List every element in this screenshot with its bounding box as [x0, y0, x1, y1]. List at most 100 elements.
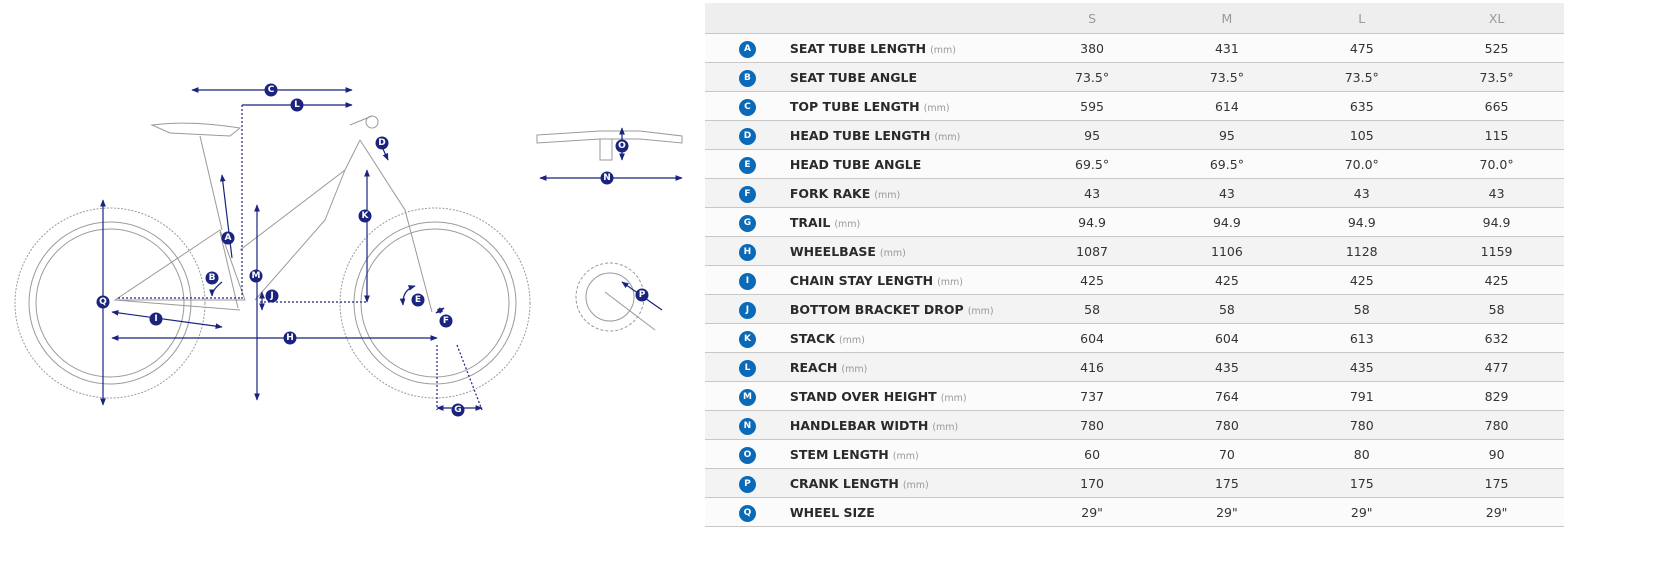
unit-label: (mm) [934, 131, 961, 143]
unit-label: (mm) [879, 247, 906, 259]
value-cell: 632 [1429, 323, 1564, 353]
value-cell: 475 [1294, 33, 1430, 63]
rear-wheel [14, 207, 206, 399]
value-cell: 829 [1429, 381, 1564, 411]
value-cell: 73.5° [1429, 62, 1564, 92]
value-cell: 1128 [1294, 236, 1430, 266]
label-k: K [358, 209, 372, 223]
value-cell: 635 [1294, 91, 1430, 121]
value-cell: 477 [1429, 352, 1564, 382]
value-cell: 737 [1024, 381, 1160, 411]
letter-badge: K [738, 330, 756, 348]
measurement-label: STAND OVER HEIGHT [789, 388, 937, 404]
value-cell: 43 [1024, 178, 1160, 208]
letter-badge: G [738, 214, 756, 232]
frame [113, 139, 433, 313]
unit-label: (mm) [892, 450, 919, 462]
value-cell: 94.9 [1294, 207, 1430, 237]
measurement-label: WHEEL SIZE [789, 504, 875, 520]
unit-label: (mm) [834, 218, 861, 230]
value-cell: 1159 [1429, 236, 1564, 266]
svg-text:B: B [209, 273, 216, 283]
value-cell: 69.5° [1024, 149, 1160, 179]
value-cell: 95 [1024, 120, 1160, 150]
crank [604, 291, 656, 331]
value-cell: 380 [1024, 33, 1160, 63]
value-cell: 58 [1429, 294, 1564, 324]
bike-geometry-diagram: C L D K A B M J Q I H E F G O N P [14, 83, 683, 417]
label-e: E [411, 293, 425, 307]
label-d: D [375, 136, 389, 150]
value-cell: 58 [1159, 294, 1295, 324]
front-wheel [339, 207, 531, 399]
measurement-label: SEAT TUBE ANGLE [789, 69, 917, 85]
svg-text:Q: Q [99, 297, 107, 307]
svg-text:M: M [252, 271, 261, 281]
label-i: I [149, 312, 163, 326]
unit-label: (mm) [874, 189, 901, 201]
value-cell: 73.5° [1159, 62, 1295, 92]
letter-badge: I [738, 272, 756, 290]
unit-label: (mm) [940, 392, 967, 404]
value-cell: 425 [1429, 265, 1564, 295]
measurement-label: HEAD TUBE ANGLE [789, 156, 922, 172]
label-g: G [451, 403, 465, 417]
label-b: B [205, 271, 219, 285]
letter-badge: J [738, 301, 756, 319]
letter-badge: O [738, 446, 756, 464]
value-cell: 29" [1429, 497, 1564, 527]
value-cell: 175 [1159, 468, 1295, 498]
stem [349, 115, 379, 129]
letter-badge: C [738, 98, 756, 116]
svg-text:H: H [286, 333, 294, 343]
value-cell: 43 [1429, 178, 1564, 208]
value-cell: 175 [1429, 468, 1564, 498]
svg-text:D: D [378, 138, 385, 148]
measurement-label: CHAIN STAY LENGTH [789, 272, 934, 288]
svg-text:A: A [225, 233, 232, 243]
value-cell: 29" [1024, 497, 1160, 527]
measurement-label: CRANK LENGTH [789, 475, 899, 491]
letter-badge: M [738, 388, 756, 406]
value-cell: 43 [1159, 178, 1295, 208]
measurement-label: HANDLEBAR WIDTH [789, 417, 929, 433]
label-q: Q [96, 295, 110, 309]
value-cell: 73.5° [1024, 62, 1160, 92]
label-f: F [439, 314, 453, 328]
value-cell: 425 [1294, 265, 1430, 295]
value-cell: 175 [1294, 468, 1430, 498]
value-cell: 70.0° [1294, 149, 1430, 179]
value-cell: 58 [1294, 294, 1430, 324]
letter-badge: F [738, 185, 756, 203]
letter-badge: E [738, 156, 756, 174]
measurement-label: STACK [789, 330, 835, 346]
value-cell: 780 [1024, 410, 1160, 440]
measurement-label: BOTTOM BRACKET DROP [789, 301, 964, 317]
value-cell: 780 [1429, 410, 1564, 440]
svg-text:K: K [362, 211, 370, 221]
label-m: M [249, 269, 263, 283]
svg-text:F: F [443, 316, 449, 326]
value-cell: 425 [1024, 265, 1160, 295]
bike-drawing [14, 115, 683, 399]
letter-badge: B [738, 69, 756, 87]
label-h: H [283, 331, 297, 345]
svg-text:I: I [154, 314, 157, 324]
value-cell: 69.5° [1159, 149, 1295, 179]
value-cell: 665 [1429, 91, 1564, 121]
value-cell: 80 [1294, 439, 1430, 469]
value-cell: 604 [1159, 323, 1295, 353]
svg-text:C: C [268, 85, 275, 95]
handlebar [536, 130, 683, 161]
unit-label: (mm) [967, 305, 994, 317]
unit-label: (mm) [932, 421, 959, 433]
value-cell: 614 [1159, 91, 1295, 121]
